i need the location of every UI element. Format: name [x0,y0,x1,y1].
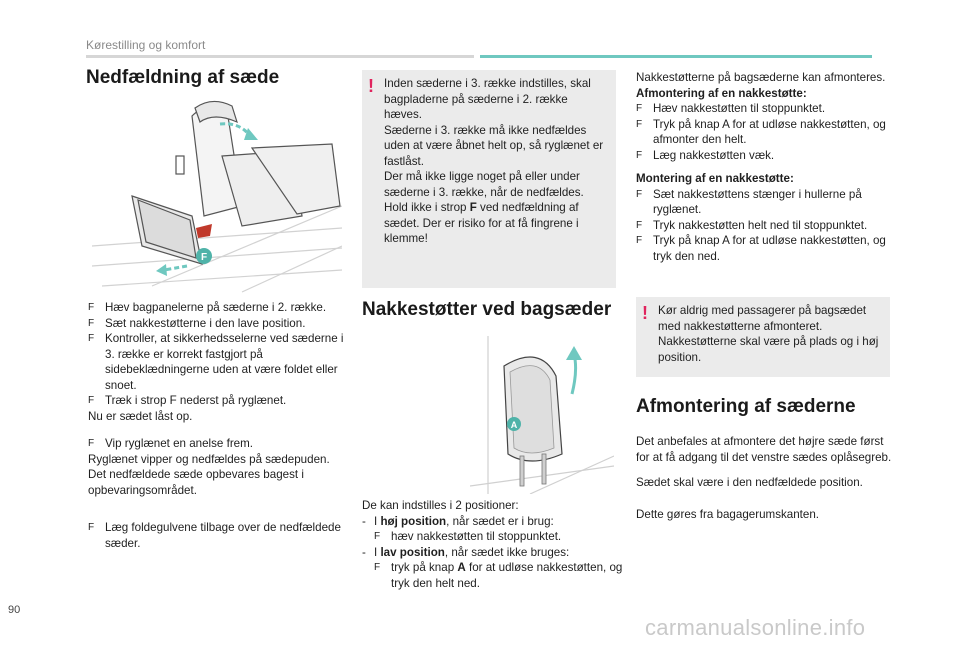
remove-seats-text: Det anbefales at afmontere det højre sæd… [636,435,892,464]
col3-remove-block: Det anbefales at afmontere det højre sæd… [636,434,892,522]
trunk-edge-text: Dette gøres fra bagagerumskanten. [636,507,820,521]
col3-headrest-block: Nakkestøtterne på bagsæderne kan afmonte… [636,70,892,264]
warning-text: Nakkestøtterne skal være på plads og i h… [658,335,879,364]
warning-text: Inden sæderne i 3. række indstilles, ska… [384,77,591,121]
section-header: Kørestilling og komfort [86,38,206,52]
removable-intro: Nakkestøtterne på bagsæderne kan afmonte… [636,71,886,84]
remove-heading: Afmontering af en nakkestøtte: [636,86,807,100]
watermark: carmanualsonline.info [645,615,866,640]
warning-box-fold: ! Inden sæderne i 3. række indstilles, s… [362,70,616,288]
list-item: - I høj position, når sædet er i brug: F… [362,514,624,545]
fold-result-text: Ryglænet vipper og nedfældes på sædepude… [88,452,330,466]
header-divider [86,55,474,58]
page-number: 90 [8,604,21,616]
seat-position-text: Sædet skal være i den nedfældede positio… [636,476,863,489]
col2-positions-block: De kan indstilles i 2 positioner: - I hø… [362,498,624,591]
warning-text: Der må ikke ligge noget på eller under s… [384,170,584,245]
unlocked-text: Nu er sædet låst op. [88,409,193,423]
mount-heading: Montering af en nakkestøtte: [636,172,794,185]
warning-icon: ! [642,303,648,323]
header-accent-bar [480,55,872,58]
headrest-illustration: A [470,336,614,494]
positions-intro: De kan indstilles i 2 positioner: [362,499,519,512]
storage-text: Det nedfældede sæde opbevares bagest i o… [88,468,304,497]
warning-text: Sæderne i 3. række må ikke nedfældes ude… [384,123,604,168]
label-a: A [511,420,518,430]
label-f: F [201,252,207,263]
seat-fold-illustration: F [92,96,342,294]
title-remove-seats: Afmontering af sæderne [636,396,856,417]
warning-text: Kør aldrig med passagerer på bagsædet me… [658,304,867,333]
warning-box-headrest: ! Kør aldrig med passagerer på bagsædet … [636,297,890,377]
list-item: - I lav position, når sædet ikke bruges:… [362,545,623,590]
title-fold-seat: Nedfældning af sæde [86,67,280,88]
warning-icon: ! [368,76,374,96]
title-headrests: Nakkestøtter ved bagsæder [362,299,612,320]
